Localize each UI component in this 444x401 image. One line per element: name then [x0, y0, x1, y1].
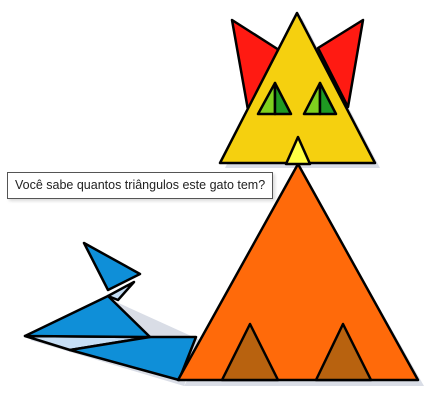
left-paw-triangle: [220, 322, 280, 382]
tail-base-triangle: [68, 335, 198, 382]
right-ear-triangle: [316, 18, 365, 109]
body-triangle: [176, 162, 420, 382]
right-eye-dark-triangle: [318, 81, 338, 116]
tail-light-middle: [106, 280, 136, 302]
question-label: Você sabe quantos triângulos este gato t…: [7, 172, 274, 199]
right-paw-triangle: [314, 322, 373, 382]
nose-triangle: [284, 135, 312, 166]
tail-tip-triangle: [82, 241, 142, 292]
left-eye-dark-triangle: [273, 81, 293, 116]
tail-lower-triangle: [23, 294, 152, 339]
